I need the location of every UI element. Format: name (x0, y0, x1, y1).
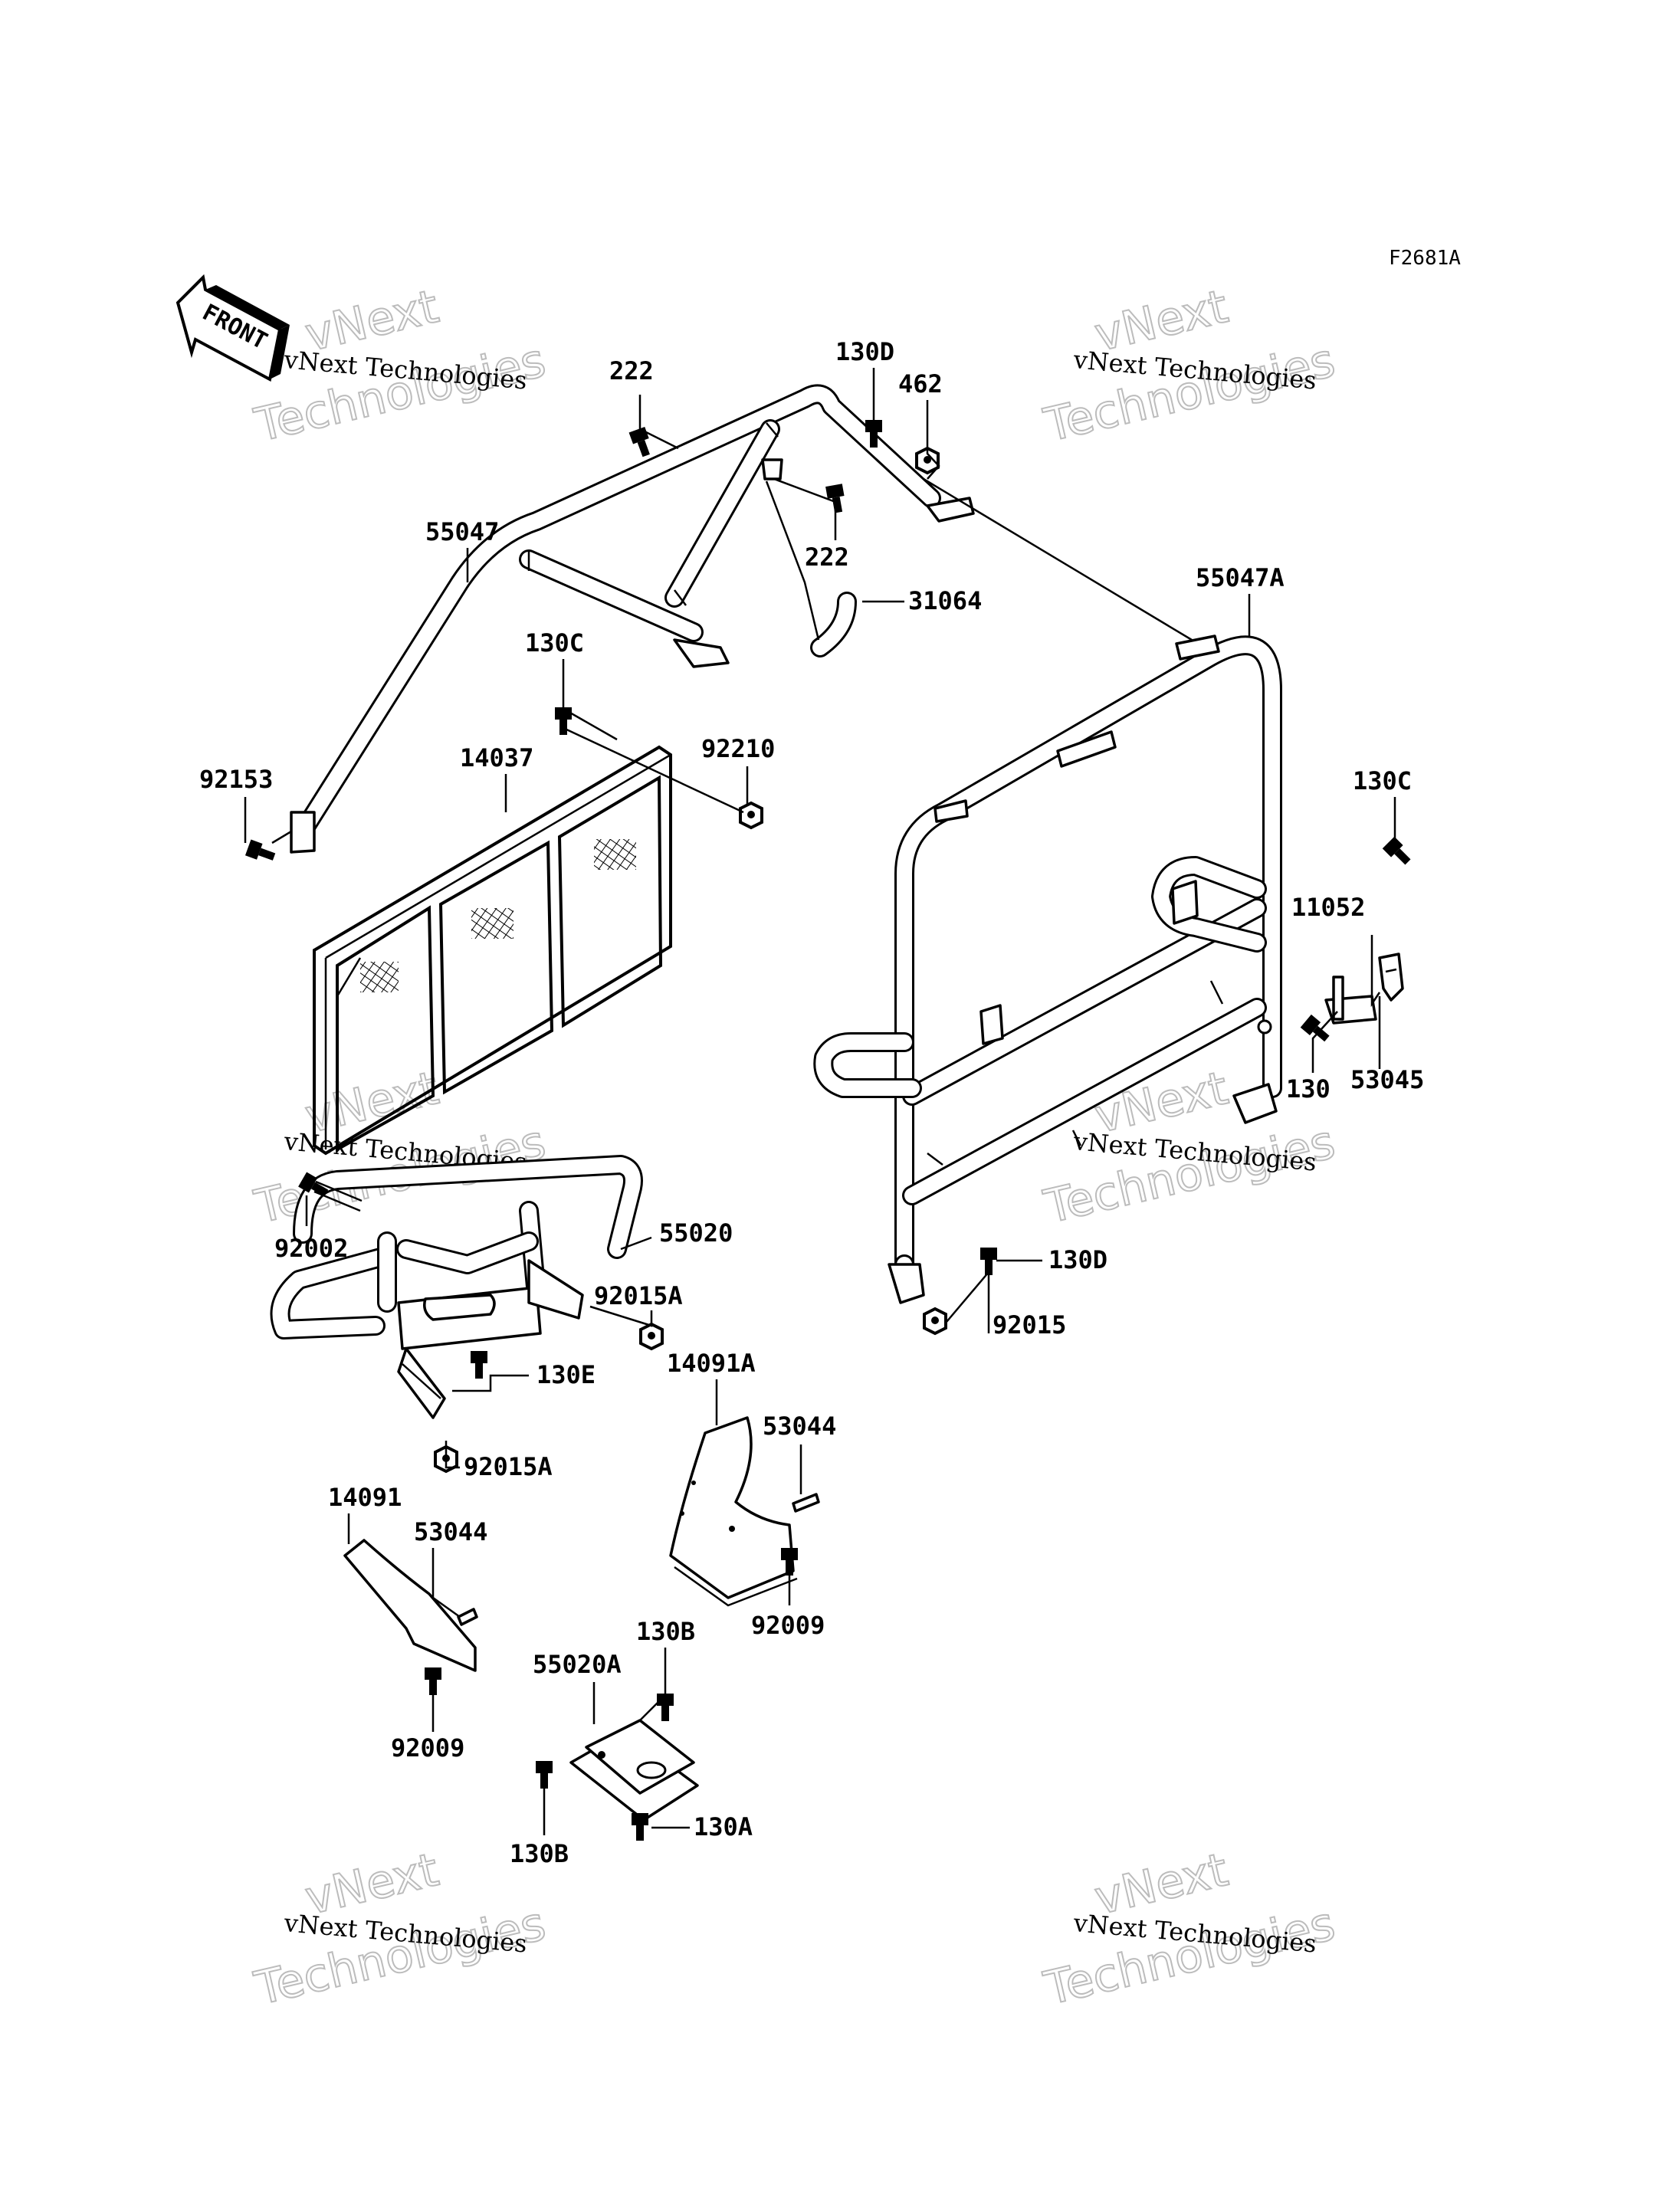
callout-222-top: 222 (609, 356, 654, 385)
callout-130b-bottom: 130B (510, 1839, 569, 1868)
clip-53045 (1378, 953, 1404, 1002)
callout-92002: 92002 (274, 1234, 348, 1263)
callout-130a: 130A (694, 1812, 753, 1841)
callout-462: 462 (898, 369, 943, 398)
net-panel-14037 (313, 745, 672, 1156)
callout-130b-top: 130B (636, 1617, 695, 1646)
callout-92153: 92153 (199, 765, 273, 794)
callout-53044-left: 53044 (414, 1517, 487, 1546)
callout-222-mid: 222 (805, 543, 849, 572)
callout-31064: 31064 (908, 586, 982, 615)
callout-130e: 130E (536, 1360, 596, 1389)
callout-92210: 92210 (701, 734, 775, 763)
callout-92009-left: 92009 (391, 1733, 464, 1763)
callout-92009-right: 92009 (751, 1611, 825, 1640)
leader-lines (244, 368, 1396, 1835)
nut-92015a-icon (639, 1323, 664, 1350)
callout-92015a-upper: 92015A (594, 1281, 683, 1310)
callout-14037: 14037 (460, 743, 533, 772)
callout-14091a: 14091A (667, 1349, 756, 1378)
bracket-11052 (1324, 976, 1377, 1025)
bolt-130a-icon (632, 1813, 648, 1841)
callout-55020: 55020 (659, 1218, 733, 1248)
callout-92015: 92015 (993, 1310, 1066, 1340)
nut-92015-icon (923, 1307, 947, 1335)
mesh-icon (594, 839, 636, 870)
bolt-92153-icon (244, 839, 277, 865)
callout-92015a-lower: 92015A (464, 1452, 553, 1481)
front-roll-bar-55047 (271, 384, 975, 854)
callout-55047a: 55047A (1196, 563, 1285, 592)
front-bumper-55020 (270, 1155, 643, 1419)
drawing-code: F2681A (1389, 247, 1461, 270)
mesh-icon (471, 908, 514, 939)
callout-130c: 130C (525, 628, 584, 657)
callout-130: 130 (1286, 1074, 1331, 1103)
bolt-130-icon (1300, 1014, 1333, 1045)
clip-53044-left (457, 1608, 478, 1626)
callout-55047: 55047 (425, 517, 499, 546)
callout-55020a: 55020A (533, 1650, 622, 1679)
bolt-130c-right-icon (1382, 836, 1414, 868)
callout-130d-lower: 130D (1048, 1245, 1107, 1274)
hose-31064 (810, 592, 857, 657)
clip-53044-right (792, 1493, 820, 1513)
bolt-130e-icon (471, 1351, 487, 1379)
callout-11052: 11052 (1291, 893, 1365, 922)
skid-plate-14091a (669, 1416, 798, 1607)
bolt-130b-top-icon (657, 1694, 674, 1721)
bolt-222-icon (628, 426, 655, 459)
mesh-icon (360, 962, 399, 992)
guard-14091 (343, 1539, 477, 1672)
nut-92210-icon (739, 802, 763, 829)
rear-roll-bar-55047a (813, 635, 1282, 1304)
callout-53044-right: 53044 (763, 1412, 836, 1441)
front-arrow-icon: FRONT (176, 274, 290, 382)
bolt-shaft (313, 1180, 363, 1212)
gusset-plate (761, 458, 783, 480)
plate-55020a (569, 1719, 699, 1822)
callout-130d-top: 130D (835, 337, 894, 366)
callout-14091: 14091 (328, 1483, 402, 1512)
callout-53045: 53045 (1350, 1065, 1424, 1094)
callout-130c-right: 130C (1353, 766, 1412, 795)
